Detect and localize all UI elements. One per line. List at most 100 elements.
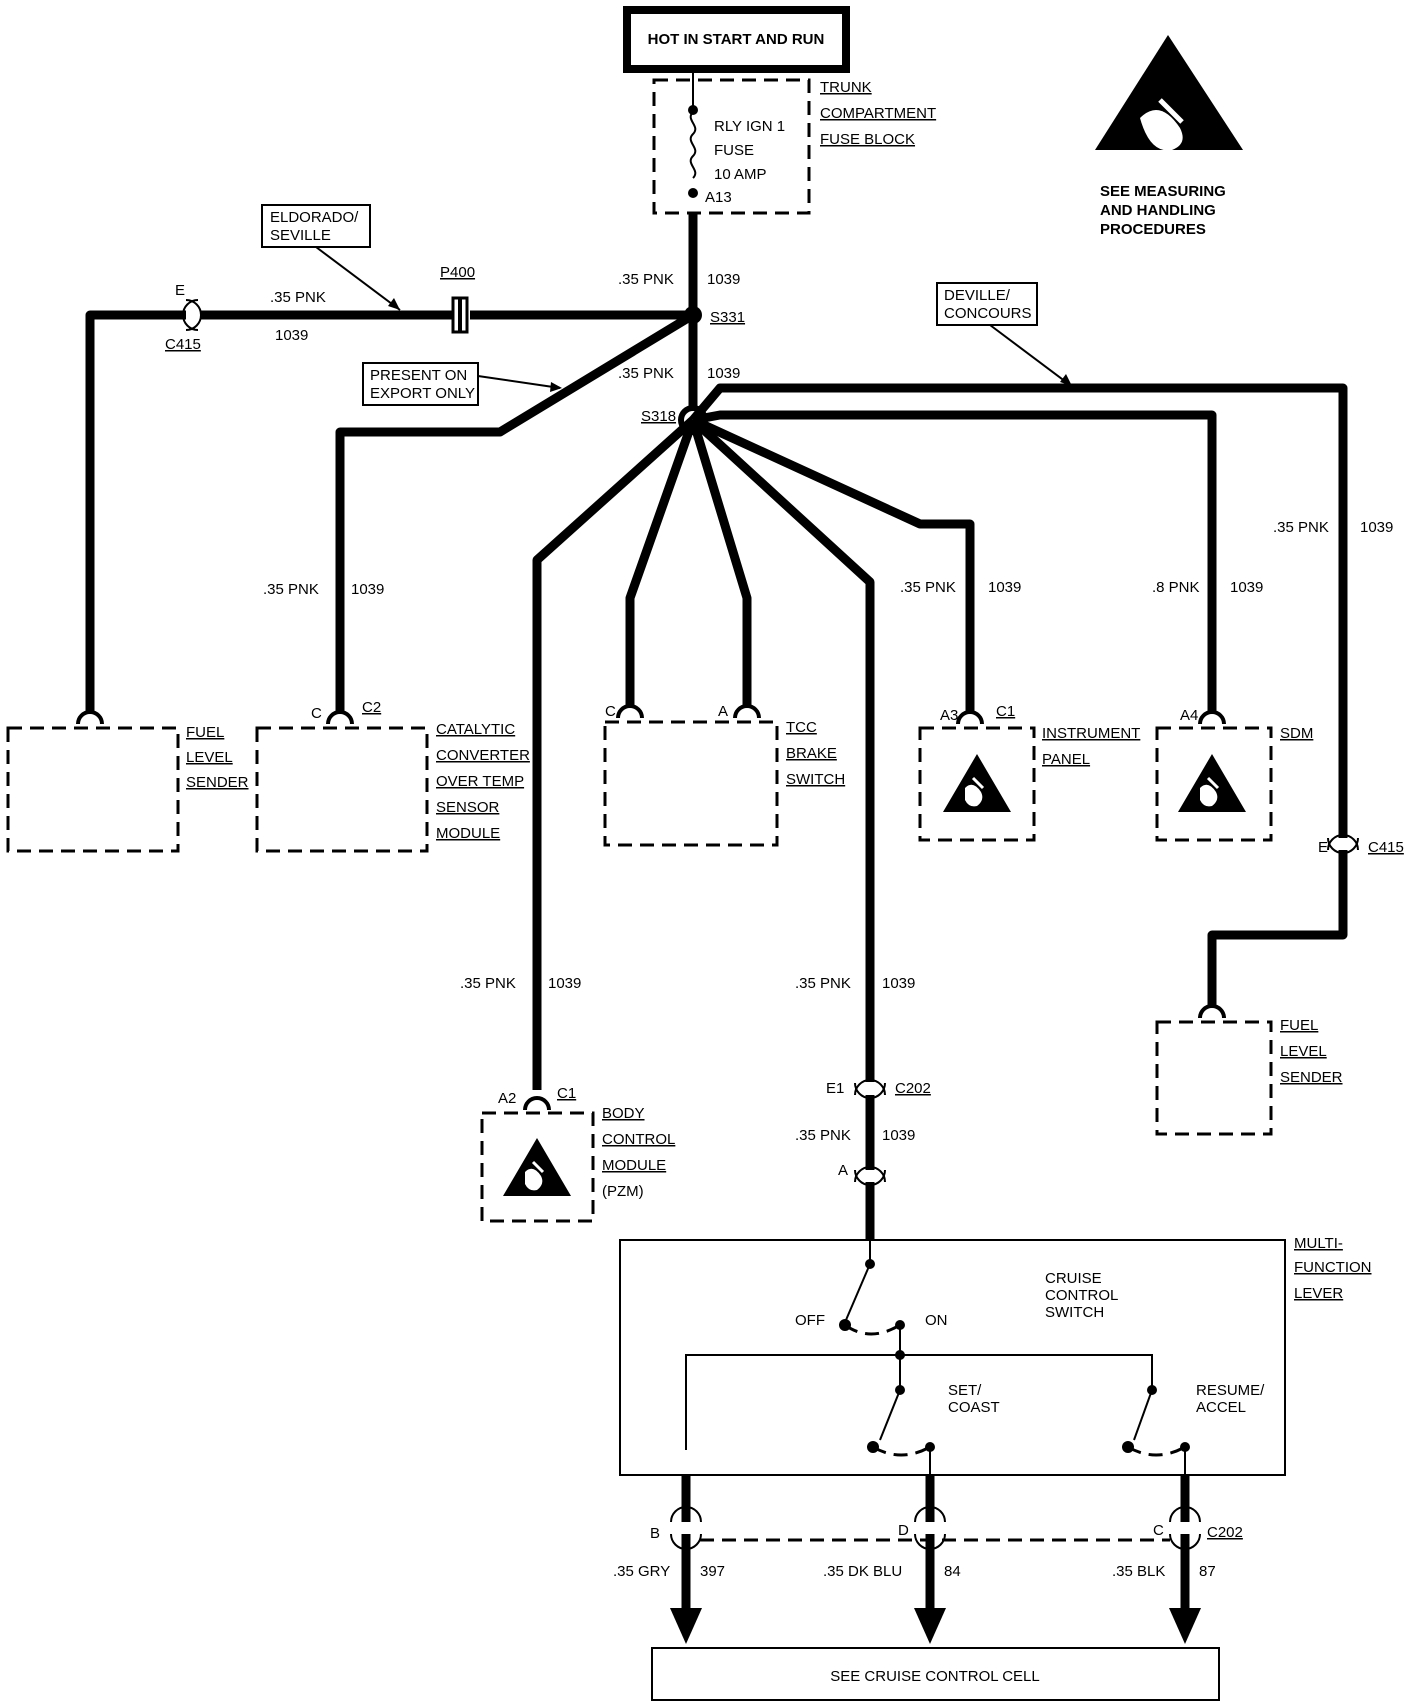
svg-text:ELDORADO/: ELDORADO/: [270, 209, 359, 226]
svg-text:TCC: TCC: [786, 719, 817, 736]
svg-text:E: E: [175, 282, 185, 299]
wire-tcc-branch: [625, 418, 752, 712]
svg-text:AND HANDLING: AND HANDLING: [1100, 202, 1216, 219]
svg-text:CONCOURS: CONCOURS: [944, 305, 1032, 322]
svg-text:DEVILLE/: DEVILLE/: [944, 287, 1011, 304]
svg-text:.35 PNK: .35 PNK: [270, 289, 326, 306]
tcc-brake-switch: C A TCC BRAKE SWITCH: [603, 703, 845, 847]
svg-text:1039: 1039: [707, 365, 740, 382]
svg-text:A: A: [838, 1162, 848, 1179]
svg-text:C: C: [311, 705, 322, 722]
svg-text:OVER TEMP: OVER TEMP: [436, 773, 524, 790]
svg-text:BRAKE: BRAKE: [786, 745, 837, 762]
svg-text:CONTROL: CONTROL: [602, 1131, 675, 1148]
wire-cruise-branch: .35 PNK 1039 E1 C202 .35 PNK 1039 A: [689, 416, 931, 1240]
svg-text:FUEL: FUEL: [186, 724, 224, 741]
svg-text:1039: 1039: [882, 1127, 915, 1144]
svg-text:MODULE: MODULE: [436, 825, 500, 842]
svg-text:B: B: [650, 1525, 660, 1542]
svg-text:LEVEL: LEVEL: [186, 749, 233, 766]
svg-text:SEVILLE: SEVILLE: [270, 227, 331, 244]
svg-text:PRESENT ON: PRESENT ON: [370, 367, 467, 384]
svg-text:C202: C202: [895, 1080, 931, 1097]
svg-text:SWITCH: SWITCH: [1045, 1304, 1104, 1321]
esd-icon: [501, 1136, 573, 1198]
svg-text:INSTRUMENT: INSTRUMENT: [1042, 725, 1140, 742]
svg-text:1039: 1039: [1230, 579, 1263, 596]
instrument-panel: A3 C1 INSTRUMENT PANEL: [918, 703, 1140, 842]
svg-text:1039: 1039: [1360, 519, 1393, 536]
svg-text:.35 PNK: .35 PNK: [618, 271, 674, 288]
svg-text:397: 397: [700, 1563, 725, 1580]
svg-text:SET/: SET/: [948, 1382, 982, 1399]
svg-text:RLY IGN 1: RLY IGN 1: [714, 118, 785, 135]
svg-text:CATALYTIC: CATALYTIC: [436, 721, 515, 738]
svg-text:.35 GRY: .35 GRY: [613, 1563, 670, 1580]
svg-text:SENDER: SENDER: [1280, 1069, 1343, 1086]
svg-text:A4: A4: [1180, 707, 1198, 724]
output-wires: B D C C202 .35 GRY 397 .35 DK BLU 84 .35…: [613, 1475, 1243, 1644]
svg-text:A3: A3: [940, 707, 958, 724]
svg-text:MODULE: MODULE: [602, 1157, 666, 1174]
svg-text:SEE CRUISE CONTROL CELL: SEE CRUISE CONTROL CELL: [830, 1668, 1040, 1685]
svg-text:E1: E1: [826, 1080, 844, 1097]
power-source-box: HOT IN START AND RUN: [623, 6, 850, 73]
svg-text:E: E: [1318, 839, 1328, 856]
svg-text:PANEL: PANEL: [1042, 751, 1090, 768]
svg-text:C: C: [605, 703, 616, 720]
svg-text:BODY: BODY: [602, 1105, 645, 1122]
wire-sdm-branch: .8 PNK 1039: [692, 410, 1263, 712]
svg-text:.35 PNK: .35 PNK: [460, 975, 516, 992]
svg-text:CONTROL: CONTROL: [1045, 1287, 1118, 1304]
svg-text:P400: P400: [440, 264, 475, 281]
svg-text:OFF: OFF: [795, 1312, 825, 1329]
svg-text:ACCEL: ACCEL: [1196, 1399, 1246, 1416]
svg-text:CRUISE: CRUISE: [1045, 1270, 1102, 1287]
svg-text:C: C: [1153, 1522, 1164, 1539]
callout-eldorado: ELDORADO/ SEVILLE: [261, 204, 401, 311]
wire-eldorado-branch: P400 .35 PNK 1039 E C415: [85, 264, 693, 712]
svg-text:C415: C415: [1368, 839, 1404, 856]
svg-text:1039: 1039: [548, 975, 581, 992]
svg-text:FUSE BLOCK: FUSE BLOCK: [820, 131, 915, 148]
wire-deville-branch: .35 PNK 1039 E C415: [689, 383, 1404, 1008]
svg-text:.35 PNK: .35 PNK: [900, 579, 956, 596]
esd-icon: [941, 752, 1013, 814]
svg-text:.35 BLK: .35 BLK: [1112, 1563, 1165, 1580]
svg-text:10 AMP: 10 AMP: [714, 166, 767, 183]
svg-text:(PZM): (PZM): [602, 1183, 644, 1200]
esd-warning-icon: [1095, 35, 1243, 151]
svg-text:1039: 1039: [988, 579, 1021, 596]
wire-instrument-branch: .35 PNK 1039: [691, 415, 1021, 712]
svg-text:ON: ON: [925, 1312, 948, 1329]
svg-text:S331: S331: [710, 309, 745, 326]
sdm-module: A4 SDM: [1155, 707, 1313, 842]
svg-text:.35 DK BLU: .35 DK BLU: [823, 1563, 902, 1580]
svg-text:C1: C1: [557, 1085, 576, 1102]
wire-bcm-branch: .35 PNK 1039: [460, 416, 697, 1090]
svg-text:SENSOR: SENSOR: [436, 799, 500, 816]
see-cruise-control-box[interactable]: SEE CRUISE CONTROL CELL: [651, 1647, 1220, 1701]
svg-text:84: 84: [944, 1563, 961, 1580]
svg-text:COMPARTMENT: COMPARTMENT: [820, 105, 936, 122]
svg-text:1039: 1039: [707, 271, 740, 288]
svg-text:1039: 1039: [275, 327, 308, 344]
svg-text:SEE MEASURING: SEE MEASURING: [1100, 183, 1226, 200]
svg-text:C202: C202: [1207, 1524, 1243, 1541]
svg-text:LEVEL: LEVEL: [1280, 1043, 1327, 1060]
svg-text:A2: A2: [498, 1090, 516, 1107]
svg-text:.35 PNK: .35 PNK: [1273, 519, 1329, 536]
esd-icon: [1176, 752, 1248, 814]
fuel-level-sender-left: FUEL LEVEL SENDER: [6, 710, 249, 853]
svg-text:.35 PNK: .35 PNK: [795, 975, 851, 992]
svg-text:C1: C1: [996, 703, 1015, 720]
svg-text:COAST: COAST: [948, 1399, 1000, 1416]
svg-text:D: D: [898, 1522, 909, 1539]
svg-text:FUSE: FUSE: [714, 142, 754, 159]
svg-text:TRUNK: TRUNK: [820, 79, 872, 96]
svg-text:1039: 1039: [882, 975, 915, 992]
svg-text:A13: A13: [705, 189, 732, 206]
svg-text:RESUME/: RESUME/: [1196, 1382, 1265, 1399]
svg-text:.35 PNK: .35 PNK: [795, 1127, 851, 1144]
svg-text:1039: 1039: [351, 581, 384, 598]
